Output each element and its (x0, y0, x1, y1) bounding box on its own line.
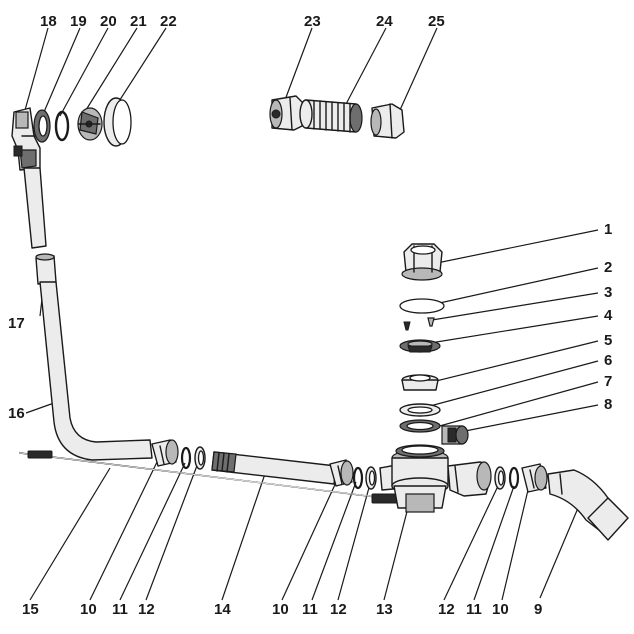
overflow-cover-22 (103, 97, 132, 147)
callout-20: 20 (100, 13, 117, 30)
callout-15: 15 (22, 601, 39, 618)
callout-22: 22 (160, 13, 177, 30)
callout-11a: 11 (112, 601, 128, 618)
callout-10a: 10 (80, 601, 97, 618)
drain-cap-1 (401, 243, 443, 281)
nut-10-middle (329, 459, 354, 487)
callout-25: 25 (428, 13, 445, 30)
callout-11c: 11 (466, 601, 482, 618)
connecting-pipe-14 (211, 451, 337, 485)
small-screw-left (403, 321, 411, 331)
nut-10-right (521, 463, 548, 493)
callout-19: 19 (70, 13, 87, 30)
bushing-5 (401, 374, 439, 391)
callout-5: 5 (604, 332, 612, 349)
callout-12a: 12 (138, 601, 155, 618)
callout-4: 4 (604, 307, 613, 324)
washer-12-left (194, 446, 206, 470)
adapter-23 (269, 95, 305, 131)
callout-10c: 10 (492, 601, 509, 618)
callout-2: 2 (604, 259, 612, 276)
callout-24: 24 (376, 13, 393, 30)
callout-14: 14 (214, 601, 231, 618)
overflow-pipe-upper (23, 167, 47, 249)
overflow-elbow-18 (11, 107, 41, 171)
callout-18: 18 (40, 13, 57, 30)
overflow-oring-20 (54, 110, 70, 142)
small-screw-3 (427, 317, 435, 327)
washer-12-middle (365, 466, 377, 490)
callout-labels: 1 2 3 4 5 6 7 8 9 10 10 10 11 11 11 12 1… (8, 13, 613, 618)
callout-11b: 11 (302, 601, 318, 618)
callout-10b: 10 (272, 601, 289, 618)
callout-9: 9 (534, 601, 542, 618)
callout-8: 8 (604, 396, 612, 413)
washer-6 (399, 403, 441, 417)
overflow-gasket-19 (33, 109, 51, 143)
ring-11-left (180, 446, 192, 470)
overflow-rotor-21 (77, 107, 103, 141)
drain-body-13 (379, 444, 492, 513)
callout-12c: 12 (438, 601, 455, 618)
callout-13: 13 (376, 601, 393, 618)
washer-12-right (494, 466, 506, 490)
callout-7: 7 (604, 373, 612, 390)
outlet-bend-9 (547, 469, 629, 541)
hose-nut-25 (370, 103, 405, 139)
callout-21: 21 (130, 13, 147, 30)
callout-17: 17 (8, 315, 25, 332)
pipe-bend-16 (39, 281, 153, 461)
plug-mechanism-4 (399, 339, 441, 353)
seal-ring-7 (399, 419, 441, 433)
callout-1: 1 (604, 221, 612, 238)
nut-10-left (151, 439, 179, 467)
cable-end-8 (441, 425, 469, 445)
callout-3: 3 (604, 284, 612, 301)
pipe-connector-17 (35, 253, 57, 285)
ring-11-right (508, 466, 520, 490)
ring-11-middle (352, 466, 364, 490)
leader-lines (19, 27, 599, 601)
callout-23: 23 (304, 13, 321, 30)
callout-12b: 12 (330, 601, 347, 618)
callout-6: 6 (604, 352, 612, 369)
flexible-hose-24 (299, 99, 363, 133)
callout-16: 16 (8, 405, 25, 422)
seal-disc-2 (399, 298, 445, 314)
